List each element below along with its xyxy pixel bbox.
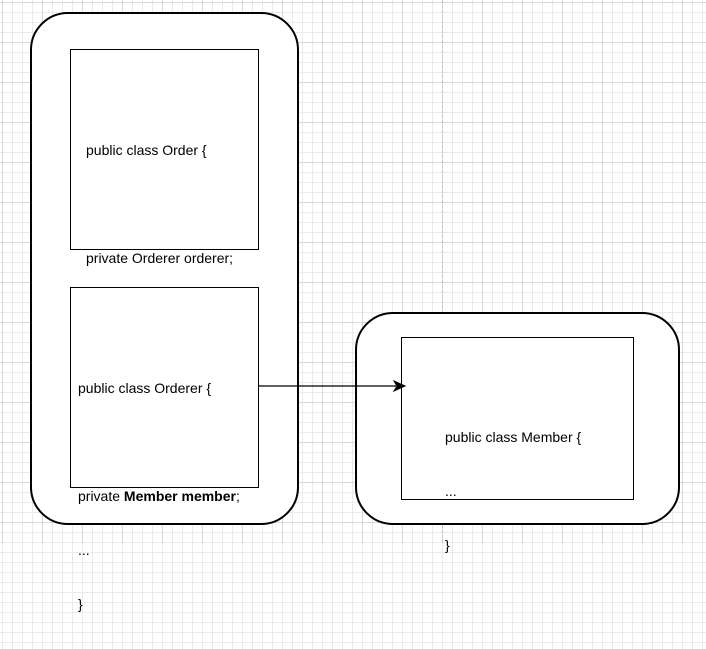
orderer-class-code: public class Orderer { private Member me… — [78, 343, 240, 649]
member-class-declaration: public class Member { — [445, 429, 582, 445]
order-class-box[interactable]: public class Order { private Orderer ord… — [70, 49, 259, 374]
member-class-code: public class Member { ... } — [445, 392, 581, 590]
closing-brace: } — [78, 596, 83, 612]
order-class-declaration: public class Order { — [86, 142, 207, 158]
semicolon: ; — [235, 488, 240, 504]
page-break-line — [442, 0, 443, 543]
ellipsis-line: ... — [445, 483, 457, 499]
orderer-class-box[interactable]: public class Orderer { private Member me… — [70, 287, 259, 612]
orderer-class-declaration: public class Orderer { — [78, 380, 212, 396]
orderer-field-declaration: private Member member; — [78, 487, 240, 505]
blank-line — [86, 195, 233, 213]
blank-line — [78, 433, 240, 451]
order-field-declaration: private Orderer orderer; — [86, 250, 234, 266]
closing-brace: } — [445, 537, 450, 553]
ellipsis-line: ... — [78, 542, 90, 558]
field-modifier: private — [78, 488, 124, 504]
member-field-name: Member member — [123, 488, 236, 504]
member-class-box[interactable]: public class Member { ... } — [401, 337, 634, 553]
